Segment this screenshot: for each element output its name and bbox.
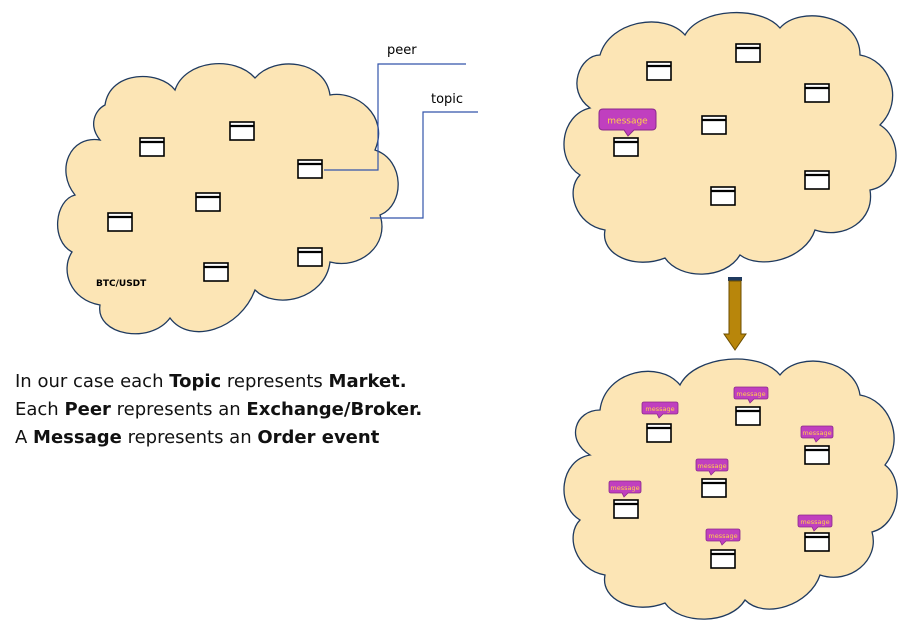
message-label: message — [645, 405, 674, 413]
text-segment: Each — [15, 399, 65, 420]
peer-icon — [202, 261, 230, 283]
message-bubble: message — [598, 108, 657, 137]
text-segment: represents an — [121, 427, 258, 448]
term-message: Message — [33, 427, 122, 448]
term-exchange-broker: Exchange/Broker. — [246, 399, 423, 420]
topic-callout-label: topic — [431, 92, 463, 107]
topic-callout-line — [370, 111, 478, 219]
market-label: BTC/USDT — [96, 279, 147, 289]
message-label: message — [736, 390, 765, 398]
message-label: message — [610, 484, 639, 492]
description-line-message: A Message represents an Order event — [15, 424, 422, 452]
peer-callout-line — [324, 63, 466, 171]
term-order-event: Order event — [257, 427, 380, 448]
peer-icon — [803, 444, 831, 466]
text-segment: represents an — [110, 399, 247, 420]
message-label: message — [800, 518, 829, 526]
peer-icon — [296, 158, 324, 180]
description-line-topic: In our case each Topic represents Market… — [15, 368, 422, 396]
topic-cloud-left: BTC/USDT — [57, 63, 399, 335]
peer-icon — [803, 82, 831, 104]
peer-icon — [228, 120, 256, 142]
message-bubble: message — [695, 458, 729, 476]
peer-icon — [612, 136, 640, 158]
peer-icon — [734, 405, 762, 427]
message-label: message — [802, 429, 831, 437]
peer-icon — [734, 42, 762, 64]
text-segment: represents — [221, 371, 329, 392]
message-label: message — [607, 117, 648, 127]
peer-icon — [645, 60, 673, 82]
message-bubble: message — [641, 401, 679, 419]
term-market: Market. — [328, 371, 407, 392]
text-segment: In our case each — [15, 371, 170, 392]
peer-icon — [803, 169, 831, 191]
peer-icon — [645, 422, 673, 444]
peer-callout-label: peer — [387, 43, 417, 58]
topic-cloud-right-top: message — [563, 11, 897, 275]
peer-icon — [138, 136, 166, 158]
peer-icon — [803, 531, 831, 553]
term-peer: Peer — [64, 399, 111, 420]
description-line-peer: Each Peer represents an Exchange/Broker. — [15, 396, 422, 424]
peer-icon — [700, 114, 728, 136]
peer-icon — [296, 246, 324, 268]
description-text: In our case each Topic represents Market… — [15, 368, 422, 452]
message-bubble: message — [608, 480, 642, 498]
message-bubble: message — [733, 386, 769, 404]
down-arrow-icon — [723, 277, 747, 351]
peer-icon — [709, 185, 737, 207]
message-bubble: message — [797, 514, 833, 532]
peer-icon — [612, 498, 640, 520]
callouts: peer topic — [324, 43, 478, 219]
peer-icon — [700, 477, 728, 499]
message-bubble: message — [800, 425, 834, 443]
message-bubble: message — [705, 528, 741, 546]
peer-icon — [194, 191, 222, 213]
message-label: message — [708, 532, 737, 540]
peer-icon — [106, 211, 134, 233]
text-segment: A — [15, 427, 34, 448]
peer-icon — [709, 548, 737, 570]
topic-cloud-right-bottom: message message message message message … — [563, 358, 898, 620]
cloud-shape — [57, 63, 399, 335]
term-topic: Topic — [169, 371, 222, 392]
message-label: message — [697, 462, 726, 470]
